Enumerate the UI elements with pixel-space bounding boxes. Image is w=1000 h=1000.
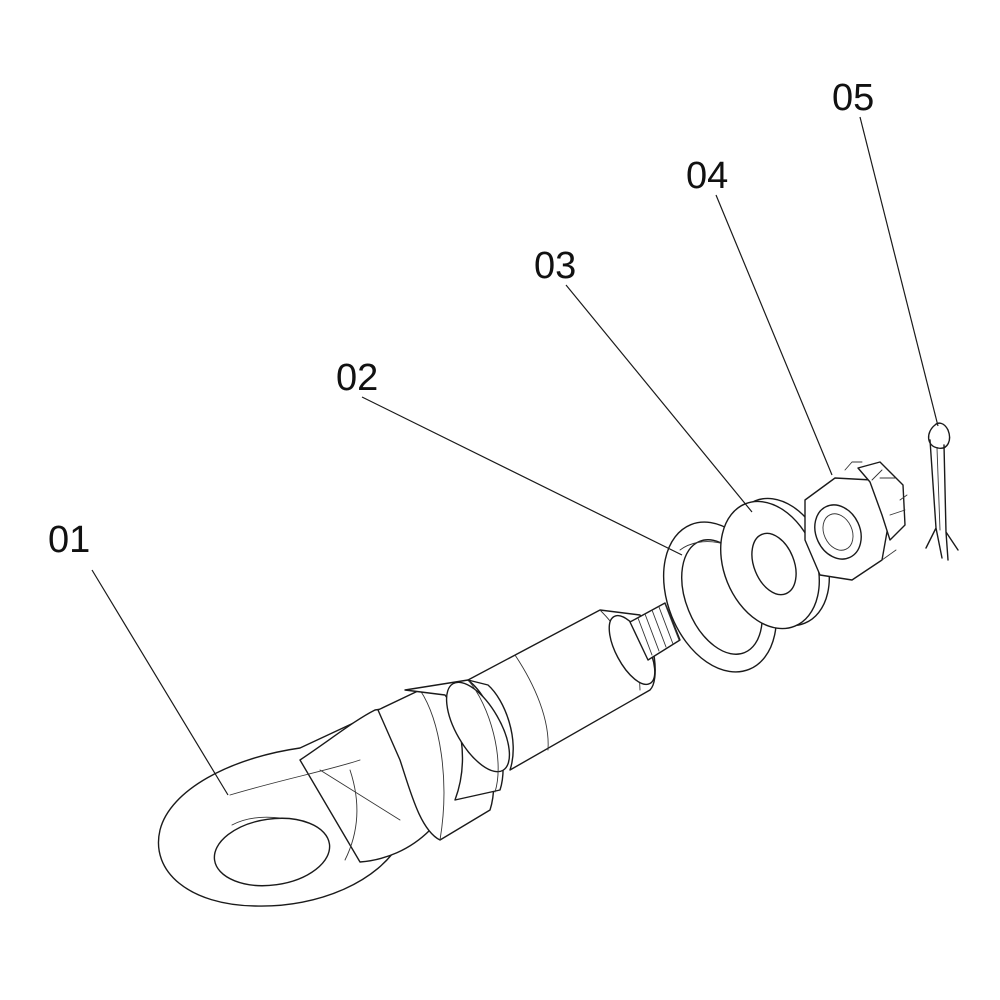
part-01-eye-bolt	[157, 602, 681, 907]
leader-05	[859, 116, 939, 427]
part-04-castle-nut	[804, 461, 908, 581]
callout-03: 03	[534, 245, 576, 287]
part-05-cotter-pin	[925, 422, 959, 561]
leader-03	[565, 284, 753, 513]
callout-04: 04	[686, 155, 728, 197]
leader-04	[715, 194, 833, 476]
callout-05: 05	[832, 77, 874, 119]
callout-01: 01	[48, 519, 90, 561]
leader-02	[361, 396, 683, 556]
callout-02: 02	[336, 357, 378, 399]
leader-lines	[91, 116, 939, 796]
callout-labels: 01 02 03 04 05	[48, 77, 874, 561]
leader-01	[91, 569, 229, 796]
